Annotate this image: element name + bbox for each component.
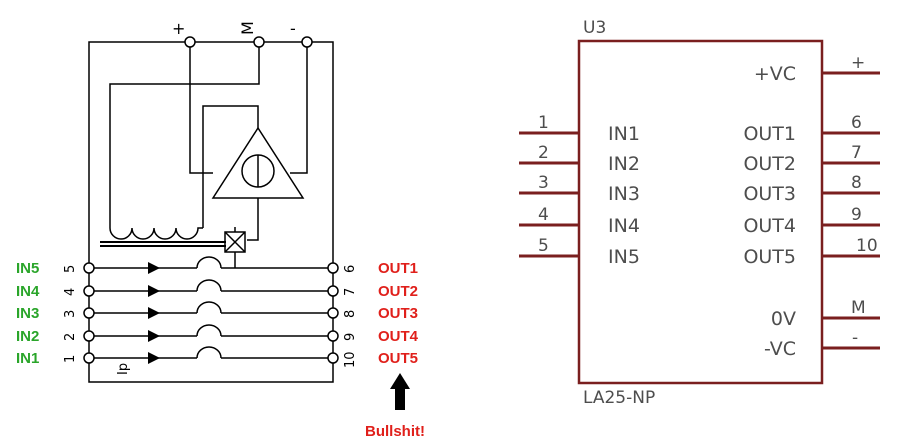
input-terminal-5 [83, 262, 95, 274]
pin-name-in3: IN3 [608, 183, 640, 205]
annotation-text: Bullshit! [365, 423, 425, 440]
pin-name-in2: IN2 [608, 153, 640, 175]
primary-path-4 [83, 324, 339, 342]
output-terminal-8 [327, 307, 339, 319]
pin-name-out2: OUT2 [743, 153, 796, 175]
output-num-6: 6 [343, 265, 358, 273]
output-label-out3: OUT3 [378, 305, 418, 322]
arrow-5 [148, 352, 160, 364]
pin-num-9: 9 [851, 205, 862, 225]
output-num-7: 7 [343, 288, 358, 296]
pin-name-out4: OUT4 [743, 215, 796, 237]
terminal-m [253, 36, 265, 48]
input-terminal-2 [83, 330, 95, 342]
pin-num-7: 7 [851, 143, 862, 163]
output-terminal-10 [327, 352, 339, 364]
output-terminal-9 [327, 330, 339, 342]
primary-path-2 [83, 279, 339, 297]
terminal-plus [184, 36, 196, 48]
input-num-2: 2 [63, 333, 78, 341]
pin-num-plus: + [851, 53, 865, 73]
output-label-out1: OUT1 [378, 260, 418, 277]
ip-label: Ip [116, 363, 131, 375]
terminal-m-label: M [238, 21, 257, 35]
primary-path-1 [83, 256, 339, 274]
arrow-2 [148, 285, 160, 297]
pin-num-8: 8 [851, 173, 862, 193]
pin-num-3: 3 [538, 173, 549, 193]
pin-name-plus-vc: +VC [754, 63, 796, 85]
arrow-1 [148, 262, 160, 274]
wire-plus [189, 47, 213, 174]
arrow-4 [148, 330, 160, 342]
component-body [577, 39, 824, 385]
pin-num-minus: - [852, 328, 858, 348]
output-num-10: 10 [343, 351, 358, 368]
primary-path-3 [83, 301, 339, 319]
terminal-plus-label: + [172, 19, 185, 38]
primary-paths [83, 256, 339, 364]
output-terminal-6 [327, 262, 339, 274]
pin-num-5: 5 [538, 236, 549, 256]
input-terminal-3 [83, 307, 95, 319]
pin-num-6: 6 [851, 113, 862, 133]
wire-amp-top [202, 105, 259, 228]
terminal-minus [301, 36, 313, 48]
output-label-out5: OUT5 [378, 350, 418, 367]
coil [109, 227, 203, 240]
input-num-5: 5 [63, 265, 78, 273]
wire-m [109, 47, 260, 228]
input-num-4: 4 [63, 288, 78, 296]
right-pins: + 6 7 8 9 10 M - +VC OUT1 OUT2 OUT3 OUT4… [743, 53, 880, 360]
terminal-minus-label: - [290, 19, 296, 38]
pin-name-in5: IN5 [608, 246, 640, 268]
component-part-number: LA25-NP [583, 388, 655, 408]
arrow-3 [148, 307, 160, 319]
input-label-in2: IN2 [16, 328, 39, 345]
output-terminal-7 [327, 285, 339, 297]
wire-amp-bottom [247, 198, 259, 241]
input-label-in4: IN4 [16, 283, 40, 300]
pin-name-in1: IN1 [608, 123, 640, 145]
pin-name-out3: OUT3 [743, 183, 796, 205]
pin-name-minus-vc: -VC [764, 338, 796, 360]
output-label-out4: OUT4 [378, 328, 419, 345]
output-num-9: 9 [343, 333, 358, 341]
input-label-in1: IN1 [16, 350, 39, 367]
up-arrow-icon [390, 373, 410, 410]
input-terminal-4 [83, 285, 95, 297]
component-ref: U3 [583, 18, 606, 38]
pin-num-2: 2 [538, 143, 549, 163]
module-diagram: + M - [16, 19, 425, 440]
input-num-3: 3 [63, 310, 78, 318]
pin-num-m: M [851, 298, 866, 318]
pin-num-1: 1 [538, 113, 549, 133]
pin-name-out1: OUT1 [743, 123, 796, 145]
input-label-in3: IN3 [16, 305, 39, 322]
input-terminal-1 [83, 352, 95, 364]
wire-minus [290, 47, 308, 174]
primary-path-5 [83, 346, 339, 364]
pin-num-10: 10 [856, 236, 878, 256]
module-outline [88, 41, 334, 383]
output-num-8: 8 [343, 310, 358, 318]
pin-num-4: 4 [538, 205, 549, 225]
pin-name-in4: IN4 [608, 215, 640, 237]
output-label-out2: OUT2 [378, 283, 418, 300]
pin-name-0v: 0V [771, 308, 796, 330]
left-pins: 1 2 3 4 5 IN1 IN2 IN3 IN4 IN5 [519, 113, 640, 268]
hall-sensor-cross-b [224, 231, 246, 253]
schematic-symbol: U3 LA25-NP 1 2 3 4 5 IN1 IN2 IN3 IN4 IN5 [519, 18, 880, 408]
pin-name-out5: OUT5 [743, 246, 796, 268]
input-num-1: 1 [63, 355, 78, 363]
input-label-in5: IN5 [16, 260, 39, 277]
